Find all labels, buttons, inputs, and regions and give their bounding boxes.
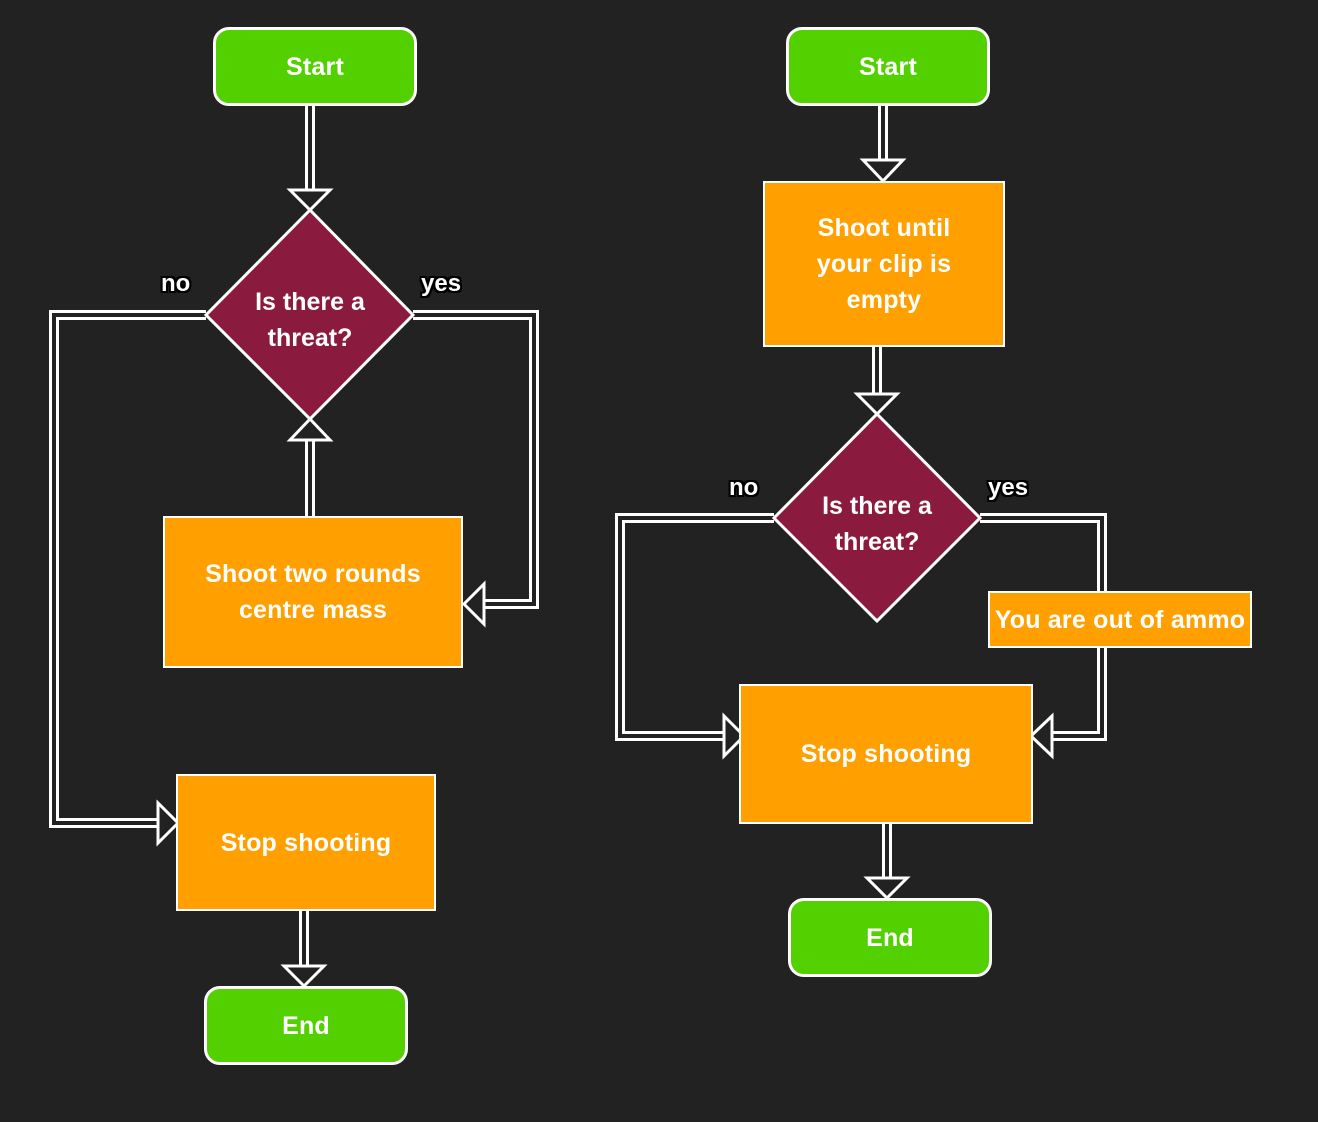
right-no-label: no <box>729 474 759 501</box>
right-out-of-ammo-node: You are out of ammo <box>988 591 1252 648</box>
right-stop-node: Stop shooting <box>739 684 1033 824</box>
left-decision-diamond <box>203 207 416 422</box>
left-end-label: End <box>282 1011 330 1040</box>
left-end-node: End <box>204 986 408 1065</box>
left-yes-label: yes <box>421 270 462 297</box>
left-shoot-label: Shoot two rounds centre mass <box>205 560 421 624</box>
right-arrowheads <box>722 158 1054 901</box>
right-end-node: End <box>788 898 992 977</box>
right-yes-label: yes <box>988 474 1029 501</box>
right-decision-label: Is there a threat? <box>822 492 932 556</box>
right-connectors <box>615 104 1107 878</box>
right-end-label: End <box>866 923 914 952</box>
right-shoot-node: Shoot until your clip is empty <box>763 181 1005 347</box>
left-no-label: no <box>161 270 191 297</box>
right-shoot-label: Shoot until your clip is empty <box>816 214 952 314</box>
right-start-label: Start <box>859 52 917 81</box>
left-decision-label: Is there a threat? <box>255 288 365 352</box>
left-stop-label: Stop shooting <box>220 828 392 857</box>
left-connectors <box>49 104 539 966</box>
right-start-node: Start <box>786 27 990 106</box>
right-stop-label: Stop shooting <box>800 740 972 768</box>
left-arrowheads <box>156 188 486 989</box>
left-start-node: Start <box>213 27 417 106</box>
left-shoot-node: Shoot two rounds centre mass <box>163 516 463 668</box>
left-start-label: Start <box>286 52 344 81</box>
left-stop-node: Stop shooting <box>176 774 436 911</box>
right-out-of-ammo-label: You are out of ammo <box>994 605 1246 634</box>
right-decision-diamond <box>771 411 983 624</box>
